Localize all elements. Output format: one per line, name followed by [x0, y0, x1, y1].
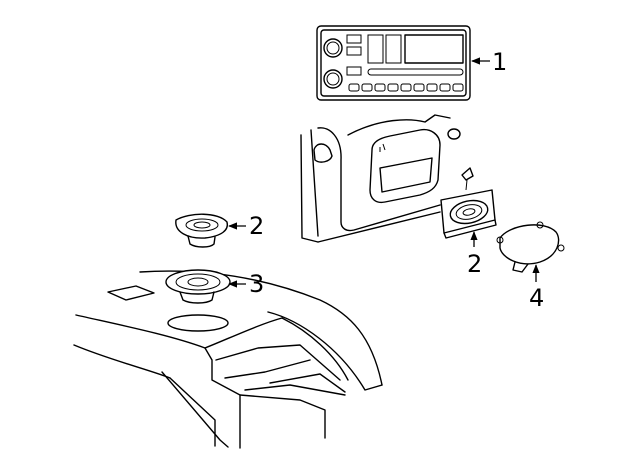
callout-rear-shelf-speaker: 3: [249, 270, 264, 298]
rear-shelf-tweeter: [175, 213, 229, 248]
radio-unit: [316, 25, 471, 101]
rear-shelf-speaker: [165, 269, 231, 304]
front-door-speaker: [440, 189, 497, 239]
callout-radio: 1: [492, 48, 507, 76]
callout-rear-shelf-tweeter: 2: [249, 212, 264, 240]
callout-speaker-cover: 4: [529, 284, 544, 312]
rear-package-shelf: [73, 270, 383, 449]
door-panel: [300, 114, 474, 243]
callout-front-door-speaker: 2: [467, 250, 482, 278]
speaker-cover: [496, 221, 565, 273]
